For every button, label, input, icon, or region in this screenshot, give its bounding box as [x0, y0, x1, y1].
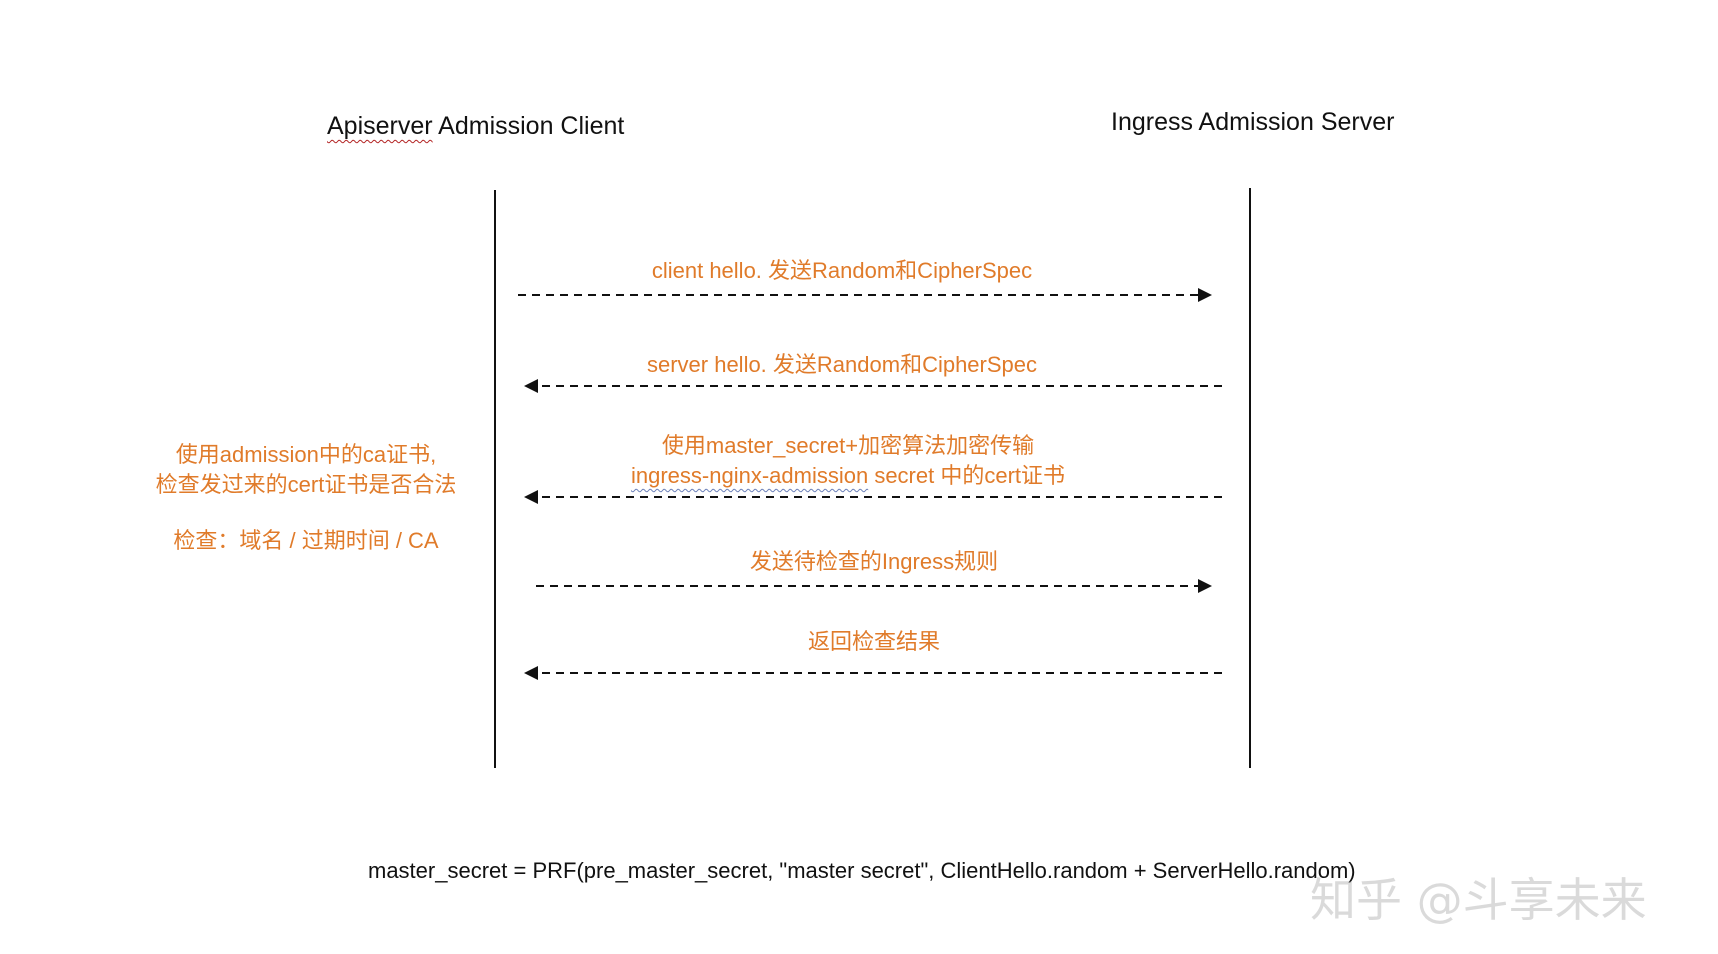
master-secret-formula: master_secret = PRF(pre_master_secret, "…: [368, 858, 1356, 883]
note-line2: 检查发过来的cert证书是否合法: [155, 472, 457, 497]
secret-name: ingress-nginx-admission: [630, 463, 869, 488]
arrowhead-server-hello: [524, 379, 538, 393]
client-actor-label: Apiserver Admission Client: [327, 112, 624, 141]
arrowhead-ingress-rules: [1198, 579, 1212, 593]
note-line3: 检查：域名 / 过期时间 / CA: [173, 528, 439, 553]
message-label-client-hello: client hello. 发送Random和CipherSpec: [651, 258, 1033, 283]
message-label-server-hello: server hello. 发送Random和CipherSpec: [646, 352, 1038, 377]
message-label-result: 返回检查结果: [807, 629, 941, 654]
arrowhead-client-hello: [1198, 288, 1212, 302]
message-label-ingress-rules: 发送待检查的Ingress规则: [749, 549, 999, 574]
note-line1: 使用admission中的ca证书,: [175, 442, 437, 467]
message-label-cert-line2-rest: secret 中的cert证书: [868, 463, 1066, 488]
cert-check-note: 使用admission中的ca证书, 检查发过来的cert证书是否合法 检查：域…: [156, 440, 457, 556]
message-label-cert-line2: ingress-nginx-admission secret 中的cert证书: [631, 461, 1065, 491]
message-label-cert-line1: 使用master_secret+加密算法加密传输: [661, 433, 1035, 458]
client-actor-label-suffix: Admission Client: [432, 112, 625, 140]
server-actor-label: Ingress Admission Server: [1111, 108, 1395, 136]
client-actor-label-prefix: Apiserver: [327, 112, 433, 140]
arrowhead-result: [524, 666, 538, 680]
client-lifeline: [494, 190, 496, 768]
server-lifeline: [1249, 188, 1251, 768]
arrowhead-cert: [524, 490, 538, 504]
message-label-cert: 使用master_secret+加密算法加密传输 ingress-nginx-a…: [631, 431, 1065, 491]
watermark: 知乎 @斗享未来: [1310, 873, 1647, 927]
